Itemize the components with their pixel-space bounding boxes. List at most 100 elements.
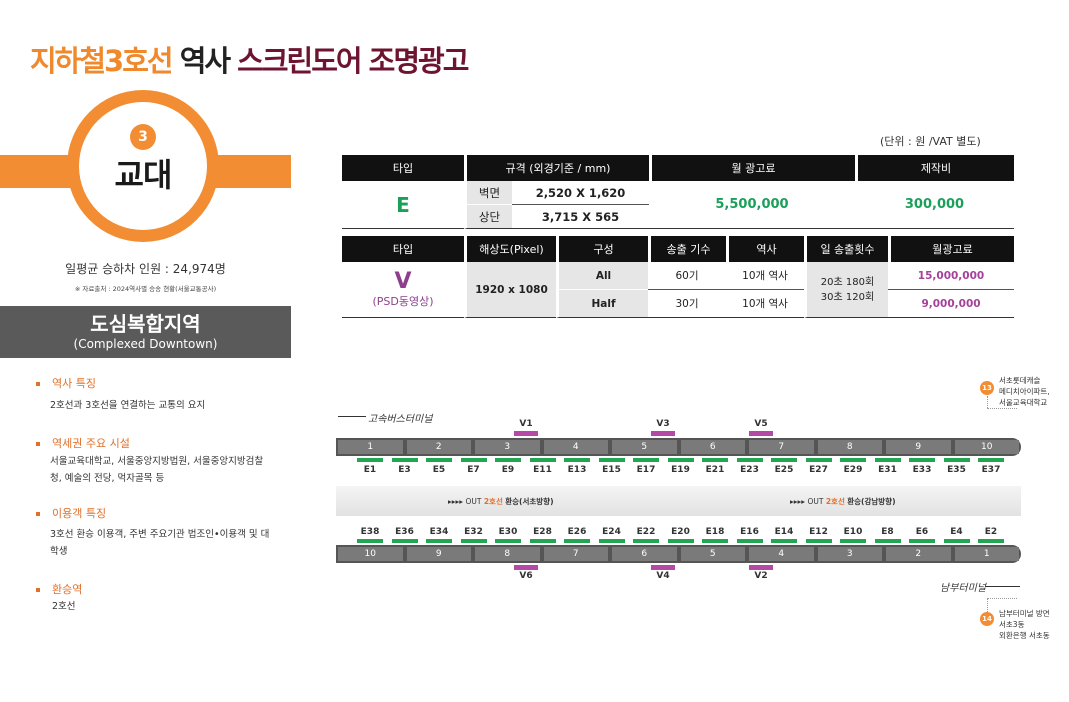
exit-left: ▸▸▸▸ OUT 2호선 환승(서초방향): [448, 496, 554, 507]
monthly-fee: 9,000,000: [888, 290, 1014, 318]
unit-note: (단위 : 원 /VAT 별도): [880, 135, 981, 148]
e-panel-bar: [667, 539, 694, 543]
car-number: 7: [543, 547, 608, 561]
title-product: 스크린도어 조명광고: [237, 44, 469, 78]
e-panel-bar: [840, 539, 866, 543]
col-header: 제작비: [855, 155, 1014, 181]
feature-body: 2호선과 3호선을 연결하는 교통의 요지: [50, 400, 206, 411]
feature-section-1: 역사 특징: [36, 375, 96, 391]
e-panel-bar: [598, 539, 625, 543]
e-panel-bar: [874, 539, 901, 543]
e-panel-label: E20: [671, 527, 690, 537]
spec-key: 벽면: [464, 181, 512, 205]
exit-out: OUT: [807, 497, 824, 506]
exit-arrow-icon: ▸▸▸▸: [448, 497, 464, 506]
feature-section-2: 역세권 주요 시설: [36, 435, 130, 451]
e-panel-bar: [771, 458, 797, 462]
e-panel-bar: [426, 458, 452, 462]
car-number: 8: [475, 547, 540, 561]
e-panel-label: E15: [602, 465, 621, 475]
daily-broadcast-1: 20초 180회: [820, 276, 875, 288]
e-panel-label: E37: [981, 465, 1001, 475]
units: 60기: [648, 262, 726, 290]
car-number: 5: [680, 547, 745, 561]
car-number: 9: [406, 547, 471, 561]
e-panel-label: E33: [912, 465, 932, 475]
bullet-icon: [36, 512, 40, 516]
car-number: 2: [886, 547, 951, 561]
e-panel-bar: [495, 539, 521, 543]
units: 30기: [648, 290, 726, 318]
landmark-line: 서초3동: [999, 620, 1025, 629]
bullet-icon: [36, 442, 40, 446]
ridership-text: 일평균 승하차 인원 : 24,974명: [65, 262, 226, 276]
landmark-pin-14: 14: [980, 612, 994, 626]
col-header: 월광고료: [888, 236, 1014, 262]
car-number: 6: [680, 440, 745, 454]
e-panel-bar: [598, 458, 625, 462]
station-circle-inner: [79, 102, 207, 230]
e-panel-label: E22: [636, 527, 656, 537]
e-panel-bar: [805, 539, 832, 543]
car-number: 1: [338, 440, 403, 454]
composition: All: [556, 262, 648, 290]
car-number: 8: [817, 440, 882, 454]
e-panel-bar: [874, 458, 901, 462]
e-panel-label: E18: [705, 527, 725, 537]
e-panel-label: E3: [398, 465, 411, 475]
v-panel-bar: [514, 431, 538, 436]
e-panel-label: E17: [636, 465, 656, 475]
e-panel-bar: [736, 458, 763, 462]
feature-section-3: 이용객 특징: [36, 505, 106, 521]
col-header: 역사: [726, 236, 804, 262]
e-panel-label: E35: [947, 465, 966, 475]
landmark-text-14: 남부터미널 방면 서초3동 외환은행 서초동: [999, 608, 1050, 641]
e-panel-label: E7: [467, 465, 480, 475]
type-v: V: [394, 268, 412, 294]
e-panel-label: E24: [602, 527, 621, 537]
dotted-line: [987, 598, 1017, 599]
spec-value: 2,520 X 1,620: [512, 181, 649, 205]
direction-bottom: 남부터미널: [940, 583, 986, 594]
production-fee: 300,000: [855, 181, 1014, 229]
e-panel-label: E13: [567, 465, 587, 475]
e-panel-label: E8: [881, 527, 894, 537]
e-panel-label: E29: [843, 465, 863, 475]
e-panel-label: E5: [432, 465, 446, 475]
page-title: 지하철3호선 역사 스크린도어 조명광고: [30, 38, 469, 80]
e-panel-label: E4: [950, 527, 963, 537]
v-panel-label: V6: [519, 571, 533, 581]
feature-head: 환승역: [52, 583, 83, 596]
landmark-line: 서울교육대학교: [999, 398, 1048, 407]
col-header: 타입: [342, 236, 464, 262]
e-panel-bar: [736, 539, 763, 543]
car-number: 6: [612, 547, 677, 561]
e-panel-label: E10: [843, 527, 863, 537]
dotted-line: [987, 408, 1017, 409]
exit-line: 2호선: [483, 497, 503, 506]
platform-band-top: [336, 486, 1021, 516]
landmark-line: 메디치아이파트,: [999, 387, 1050, 396]
e-panel-bar: [426, 539, 452, 543]
spec-value: 3,715 X 565: [512, 205, 649, 229]
e-panel-label: E31: [878, 465, 897, 475]
car-number: 4: [749, 547, 814, 561]
feature-head: 역사 특징: [52, 377, 96, 390]
col-header: 타입: [342, 155, 464, 181]
e-panel-label: E2: [984, 527, 998, 537]
direction-top: 고속버스터미널: [368, 414, 433, 425]
e-panel-bar: [909, 458, 935, 462]
e-panel-label: E27: [809, 465, 828, 475]
station-name: 교대: [114, 156, 173, 194]
e-panel-bar: [633, 458, 659, 462]
car-number: 2: [406, 440, 471, 454]
e-panel-bar: [943, 458, 970, 462]
e-panel-label: E19: [671, 465, 690, 475]
e-panel-bar: [702, 539, 728, 543]
e-panel-label: E16: [740, 527, 759, 537]
daily-broadcast: 20초 180회 30초 120회: [804, 262, 888, 318]
e-panel-bar: [667, 458, 694, 462]
v-panel-label: V1: [519, 419, 533, 429]
